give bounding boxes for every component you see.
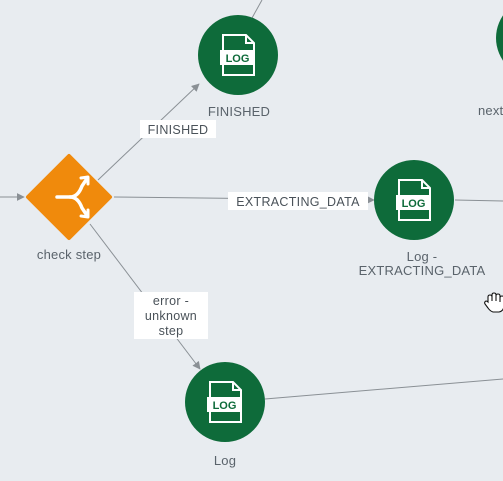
log-node-extracting-label-line1: Log - bbox=[407, 249, 438, 264]
svg-text:step: step bbox=[159, 324, 184, 338]
edge-label-error-unknown-step: error - unknown step bbox=[134, 292, 208, 339]
log-node-error[interactable]: LOG bbox=[185, 362, 265, 442]
svg-text:LOG: LOG bbox=[213, 400, 237, 412]
log-file-icon: LOG bbox=[396, 179, 431, 221]
svg-text:unknown: unknown bbox=[145, 309, 197, 323]
check-step-label: check step bbox=[37, 247, 101, 262]
log-node-partial[interactable] bbox=[496, 0, 503, 78]
log-node-error-label: Log bbox=[214, 453, 236, 468]
edge-label-finished: FINISHED bbox=[140, 120, 216, 138]
edge-extracting-outgoing[interactable] bbox=[454, 199, 503, 202]
hand-grab-icon bbox=[484, 292, 503, 313]
log-file-icon: LOG bbox=[220, 34, 255, 76]
edge-error-outgoing[interactable] bbox=[264, 378, 503, 400]
svg-text:LOG: LOG bbox=[226, 53, 250, 65]
check-step-node[interactable] bbox=[25, 153, 113, 241]
log-node-finished[interactable]: LOG bbox=[198, 15, 278, 95]
branch-split-icon bbox=[55, 175, 90, 219]
edge-label-extracting-data: EXTRACTING_DATA bbox=[228, 192, 368, 210]
svg-text:error -: error - bbox=[153, 294, 189, 308]
svg-text:LOG: LOG bbox=[402, 198, 426, 210]
edge-finished-upstream[interactable] bbox=[251, 0, 263, 19]
svg-text:FINISHED: FINISHED bbox=[148, 123, 209, 137]
log-node-extracting-label-line2: EXTRACTING_DATA bbox=[359, 263, 486, 278]
log-node-partial-label: next bbox=[478, 103, 503, 118]
log-node-finished-label: FINISHED bbox=[208, 104, 270, 119]
log-node-extracting-data[interactable]: LOG bbox=[374, 160, 454, 240]
svg-text:EXTRACTING_DATA: EXTRACTING_DATA bbox=[236, 195, 360, 209]
log-file-icon: LOG bbox=[207, 381, 242, 423]
